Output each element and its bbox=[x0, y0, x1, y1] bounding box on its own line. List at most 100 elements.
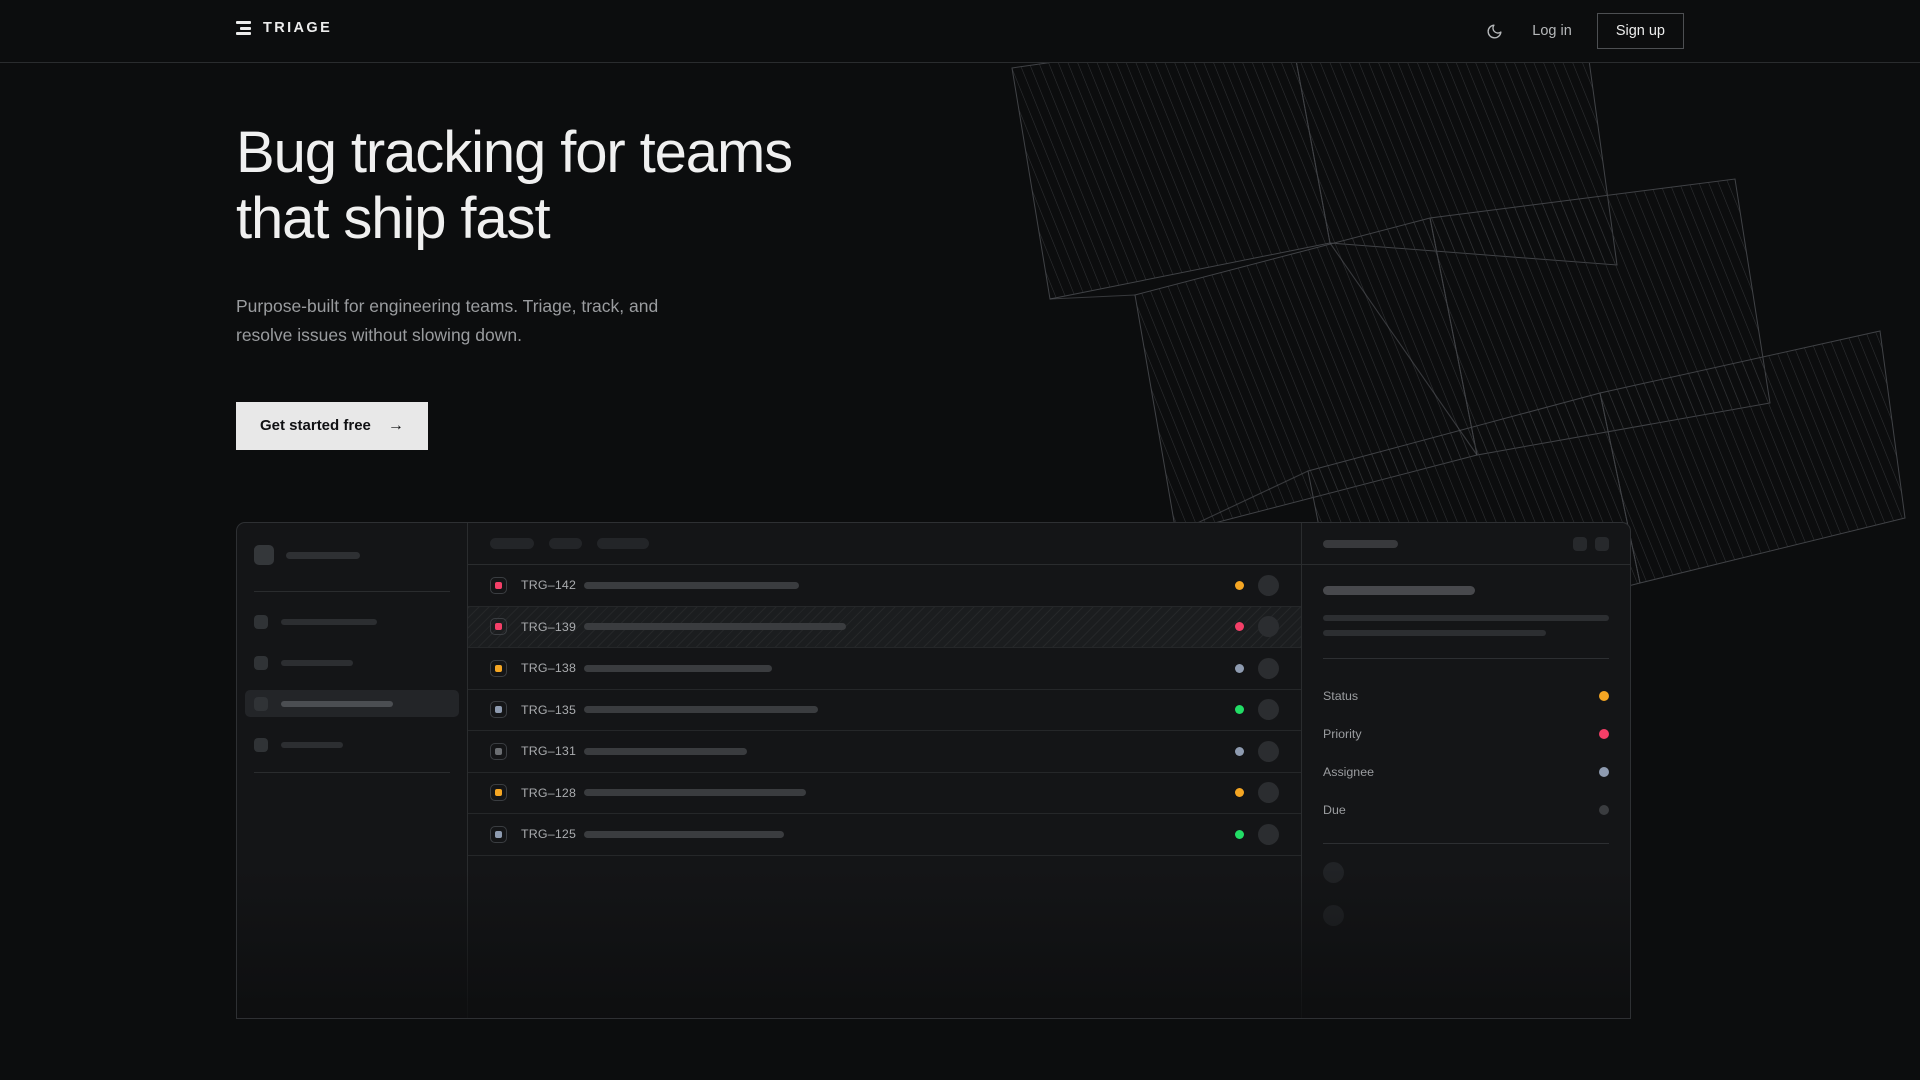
login-link[interactable]: Log in bbox=[1532, 23, 1572, 39]
issue-title-placeholder bbox=[584, 623, 846, 631]
priority-icon bbox=[490, 618, 507, 636]
field-value-indicator bbox=[1599, 767, 1609, 777]
detail-divider-lower bbox=[1323, 843, 1609, 844]
nav-actions: Log in Sign up bbox=[1481, 13, 1684, 49]
workspace-avatar-icon bbox=[254, 545, 274, 565]
status-badge bbox=[1235, 788, 1244, 798]
issue-title-placeholder bbox=[584, 830, 784, 838]
page-title: Bug tracking for teams that ship fast bbox=[236, 120, 793, 252]
detail-text-line bbox=[1323, 615, 1609, 621]
top-navigation-bar: TRIAGE Log in Sign up bbox=[0, 0, 1920, 63]
detail-header-title-placeholder bbox=[1323, 539, 1398, 548]
sidebar-section-group bbox=[254, 789, 450, 807]
arrow-right-icon: → bbox=[387, 416, 404, 434]
sidebar-item-icon bbox=[254, 614, 268, 629]
detail-field-due[interactable]: Due bbox=[1323, 791, 1609, 829]
signup-button[interactable]: Sign up bbox=[1596, 13, 1684, 49]
status-badge bbox=[1235, 663, 1244, 673]
hero-heading-line-2: that ship fast bbox=[236, 186, 551, 252]
sidebar-item-3[interactable] bbox=[245, 690, 459, 717]
sidebar-item-1[interactable] bbox=[245, 608, 459, 635]
issue-id: TRG–128 bbox=[521, 785, 577, 800]
avatar bbox=[1258, 823, 1279, 845]
detail-header bbox=[1302, 523, 1630, 565]
workspace-name-placeholder bbox=[286, 551, 360, 559]
field-label: Status bbox=[1323, 689, 1359, 703]
avatar bbox=[1258, 699, 1279, 721]
field-label: Priority bbox=[1323, 727, 1362, 741]
detail-divider bbox=[1323, 658, 1609, 659]
sidebar-item-label bbox=[281, 659, 353, 666]
field-label: Assignee bbox=[1323, 765, 1374, 779]
table-row[interactable]: TRG–142 bbox=[468, 565, 1301, 607]
row-meta bbox=[1235, 699, 1279, 721]
table-row[interactable]: TRG–125 bbox=[468, 814, 1301, 856]
issue-id: TRG–139 bbox=[521, 619, 577, 634]
toolbar-chip-1[interactable] bbox=[490, 538, 534, 549]
detail-field-priority[interactable]: Priority bbox=[1323, 715, 1609, 753]
workspace-switcher[interactable] bbox=[254, 545, 450, 565]
sidebar-divider-bottom bbox=[254, 772, 450, 773]
issue-title-placeholder bbox=[584, 664, 772, 672]
activity-avatar bbox=[1323, 905, 1344, 926]
detail-issue-title-placeholder bbox=[1323, 586, 1475, 595]
avatar bbox=[1258, 657, 1279, 679]
sidebar-item-4[interactable] bbox=[245, 731, 459, 758]
sidebar-item-2[interactable] bbox=[245, 649, 459, 676]
list-lines-logo-icon bbox=[236, 21, 251, 35]
sidebar-item-label bbox=[281, 741, 343, 748]
table-row[interactable]: TRG–138 bbox=[468, 648, 1301, 690]
detail-action-button[interactable] bbox=[1573, 536, 1587, 551]
table-row[interactable]: TRG–139 bbox=[468, 606, 1301, 648]
priority-icon bbox=[490, 659, 507, 677]
avatar bbox=[1258, 574, 1279, 596]
detail-field-status[interactable]: Status bbox=[1323, 677, 1609, 715]
issue-id: TRG–125 bbox=[521, 827, 577, 842]
status-badge bbox=[1235, 705, 1244, 715]
brand-name: TRIAGE bbox=[263, 20, 333, 36]
table-row[interactable]: TRG–135 bbox=[468, 690, 1301, 731]
field-value-indicator bbox=[1599, 805, 1609, 815]
issue-title-placeholder bbox=[584, 581, 799, 589]
priority-icon bbox=[490, 742, 507, 760]
table-row[interactable]: TRG–131 bbox=[468, 731, 1301, 773]
field-value-indicator bbox=[1599, 691, 1609, 701]
sidebar-divider-top bbox=[254, 591, 450, 592]
priority-icon bbox=[490, 701, 507, 719]
avatar bbox=[1258, 782, 1279, 804]
avatar bbox=[1258, 740, 1279, 762]
priority-icon bbox=[490, 784, 507, 802]
row-meta bbox=[1235, 740, 1279, 762]
sidebar-item-label bbox=[281, 700, 393, 707]
toolbar-chip-3[interactable] bbox=[597, 538, 649, 549]
brand-logo[interactable]: TRIAGE bbox=[236, 20, 332, 36]
priority-icon bbox=[490, 576, 507, 594]
row-meta bbox=[1235, 782, 1279, 804]
issue-title-placeholder bbox=[584, 789, 806, 797]
issue-list-toolbar bbox=[468, 523, 1301, 565]
issue-id: TRG–142 bbox=[521, 578, 577, 593]
activity-avatar bbox=[1323, 862, 1344, 883]
detail-field-assignee[interactable]: Assignee bbox=[1323, 753, 1609, 791]
priority-icon bbox=[490, 825, 507, 843]
sidebar-nav-list bbox=[245, 608, 459, 758]
issue-title-placeholder bbox=[584, 747, 747, 755]
detail-activity bbox=[1323, 862, 1609, 926]
detail-action-button[interactable] bbox=[1595, 536, 1609, 551]
status-badge bbox=[1235, 829, 1244, 839]
theme-toggle-button[interactable] bbox=[1481, 18, 1507, 44]
detail-text-line bbox=[1323, 630, 1547, 636]
issue-id: TRG–138 bbox=[521, 661, 577, 676]
row-meta bbox=[1235, 574, 1279, 596]
table-row[interactable]: TRG–128 bbox=[468, 773, 1301, 814]
toolbar-chip-2[interactable] bbox=[549, 538, 582, 549]
get-started-button[interactable]: Get started free → bbox=[236, 401, 428, 450]
cta-label: Get started free bbox=[260, 417, 371, 435]
mockup-sidebar bbox=[237, 523, 468, 1018]
field-label: Due bbox=[1323, 803, 1346, 817]
